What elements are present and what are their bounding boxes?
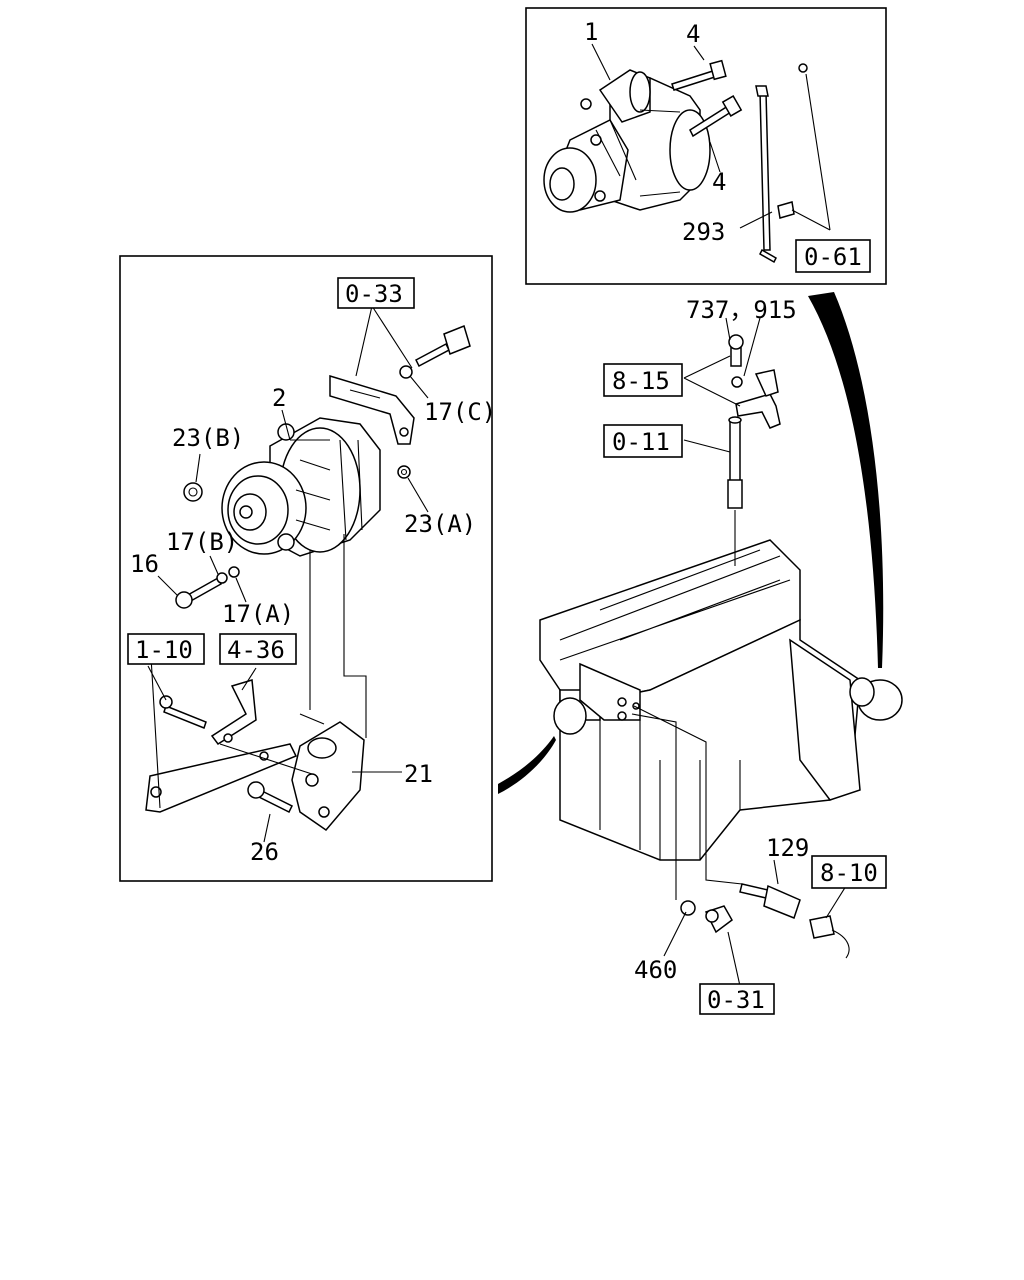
mounting-bracket [291,721,365,832]
dowel-pin [727,416,743,509]
ref-0-11[interactable]: 0-11 [612,428,670,456]
ref-0-33[interactable]: 0-33 [345,280,403,308]
plug-guide [631,705,743,900]
callout-16: 16 [130,550,159,578]
alternator [221,417,381,557]
callout-17a: 17(A) [222,600,294,628]
ref-box-4-36[interactable] [219,633,297,665]
callout-129: 129 [766,834,809,862]
ref-4-36[interactable]: 4-36 [227,636,285,664]
callout-4-upper: 4 [686,20,700,48]
ref-0-61[interactable]: 0-61 [804,243,862,271]
adjuster-bracket [329,374,415,445]
ref-box-0-11[interactable] [603,424,683,458]
bolt-16 [175,566,240,609]
temp-sensor [739,883,801,919]
alternator-inset-frame [119,255,493,882]
connector-arc-right [808,292,884,668]
lower-bracket [145,743,298,813]
ref-box-0-61[interactable] [795,239,871,273]
nut-23b [183,482,203,502]
callout-460: 460 [634,956,677,984]
starter-cable [755,63,808,264]
nut-23a [397,465,411,479]
adjuster-bolt [399,324,471,379]
starter-bolt-lower [689,95,743,138]
connector-arc-left [498,736,556,794]
callout-17b: 17(B) [166,528,238,556]
callout-4-lower: 4 [712,168,726,196]
callout-21: 21 [404,760,433,788]
callout-1: 1 [584,18,598,46]
starter-bolt-upper [671,59,727,91]
ref-0-31[interactable]: 0-31 [707,986,765,1014]
callout-26: 26 [250,838,279,866]
bracket-8-15 [728,334,781,429]
callout-17c: 17(C) [424,398,496,426]
ref-1-10[interactable]: 1-10 [135,636,193,664]
ref-box-8-10[interactable] [811,855,887,889]
bolt-1-10 [159,695,207,729]
callout-23a: 23(A) [404,510,476,538]
ref-box-1-10[interactable] [127,633,205,665]
sensor-connector [809,915,850,959]
bolt-26 [247,781,294,814]
callout-293: 293 [682,218,725,246]
callout-2: 2 [272,384,286,412]
leader-lines [147,43,847,987]
ref-box-0-31[interactable] [699,983,775,1015]
engine-block [539,539,903,861]
starter-motor [543,69,711,213]
callout-737-915: 737，915 [686,296,797,324]
bracket-4-36 [210,679,257,746]
starter-inset-frame [525,7,887,285]
ref-box-0-33[interactable] [337,277,415,309]
guide-lines-alt [149,534,367,809]
callout-23b: 23(B) [172,424,244,452]
ref-8-15[interactable]: 8-15 [612,367,670,395]
drain-plug [680,900,733,934]
ref-box-8-15[interactable] [603,363,683,397]
ref-8-10[interactable]: 8-10 [820,859,878,887]
